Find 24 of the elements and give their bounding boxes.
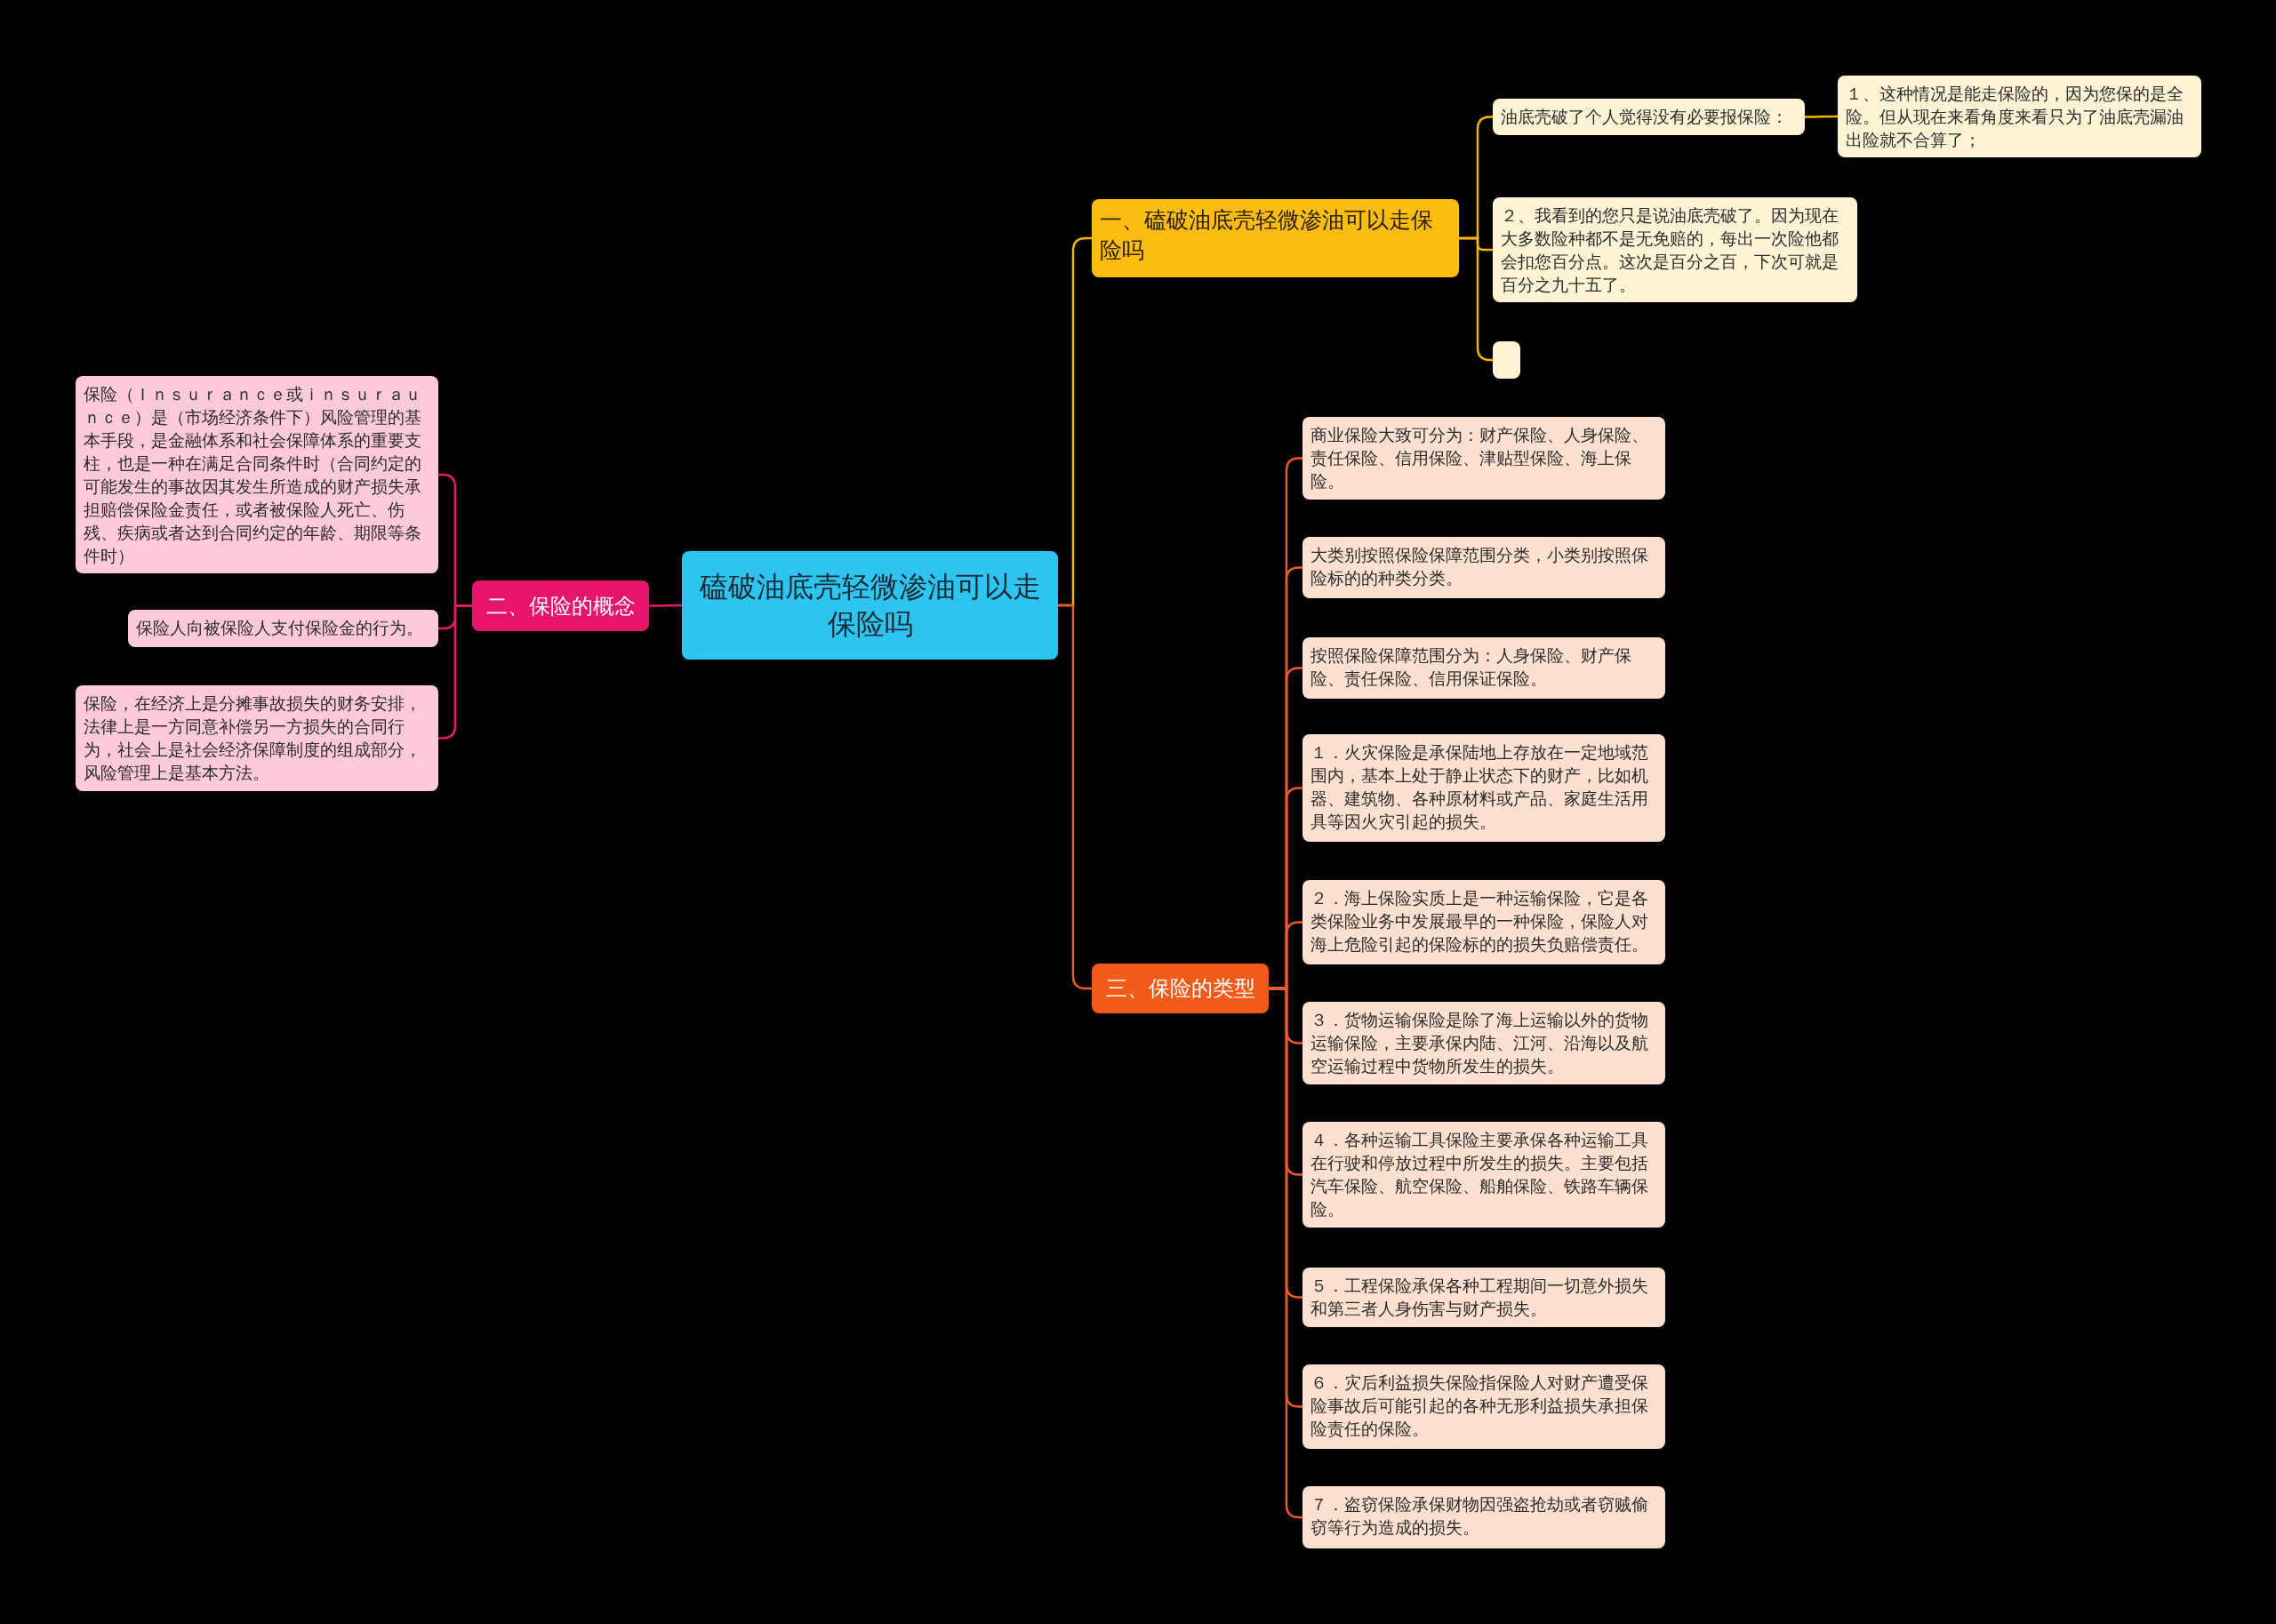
note-box: ２、我看到的您只是说油底壳破了。因为现在大多数险种都不是无免赔的，每出一次险他都会扣您百分点。这次是百分之百，下次可就是百分之九十五了。: [1493, 197, 1857, 302]
note-box: ６．灾后利益损失保险指保险人对财产遭受保险事故后可能引起的各种无形利益损失承担保险责任的保险。: [1302, 1364, 1665, 1449]
branch-topic: 一、磕破油底壳轻微渗油可以走保险吗: [1092, 199, 1459, 277]
connector-line: [1805, 115, 1838, 118]
note-box: １．火灾保险是承保陆地上存放在一定地域范围内，基本上处于静止状态下的财产，比如机器、建筑物、各种原材料或产品、家庭生活用具等因火灾引起的损失。: [1302, 734, 1665, 842]
branch-topic: 二、保险的概念: [472, 580, 649, 631]
connector-line: [649, 604, 682, 607]
note-box: 大类别按照保险保障范围分类，小类别按照保险标的的种类分类。: [1302, 537, 1665, 598]
note-box: ７．盗窃保险承保财物因强盗抢劫或者窃贼偷窃等行为造成的损失。: [1302, 1486, 1665, 1548]
empty-box: [1493, 341, 1520, 379]
note-box: ２．海上保险实质上是一种运输保险，它是各类保险业务中发展最早的一种保险，保险人对海上危险引起的保险标的的损失负赔偿责任。: [1302, 880, 1665, 964]
central-topic: 磕破油底壳轻微渗油可以走保险吗: [682, 551, 1058, 660]
note-box: ３．货物运输保险是除了海上运输以外的货物运输保险，主要承保内陆、江河、沿海以及航空运输过程中货物所发生的损失。: [1302, 1002, 1665, 1084]
note-box: 油底壳破了个人觉得没有必要报保险：: [1493, 99, 1805, 135]
branch-topic: 三、保险的类型: [1092, 964, 1269, 1013]
note-box: ５．工程保险承保各种工程期间一切意外损失和第三者人身伤害与财产损失。: [1302, 1268, 1665, 1327]
connector-line: [1058, 604, 1092, 990]
note-box: 保险（Ｉｎｓｕｒａｎｃｅ或ｉｎｓｕｒａｕｎｃｅ）是（市场经济条件下）风险管理的基本手段，是金融体系和社会保障体系的重要支柱，也是一种在满足合同条件时（合同约定的可能发生的事故因其发生所造成的财产损失承担赔偿保险金责任，或者被保险人死亡、伤残、疾病或者达到合同约定的年龄、期限等条件时）: [76, 376, 438, 573]
note-box: 保险人向被保险人支付保险金的行为。: [128, 610, 438, 647]
note-box: １、这种情况是能走保险的，因为您保的是全险。但从现在来看角度来看只为了油底壳漏油出险就不合算了；: [1838, 76, 2201, 157]
note-box: ４．各种运输工具保险主要承保各种运输工具在行驶和停放过程中所发生的损失。主要包括汽车保险、航空保险、船舶保险、铁路车辆保险。: [1302, 1122, 1665, 1228]
note-box: 保险，在经济上是分摊事故损失的财务安排，法律上是一方同意补偿另一方损失的合同行为，社会上是社会经济保障制度的组成部分，风险管理上是基本方法。: [76, 685, 438, 791]
note-box: 商业保险大致可分为：财产保险、人身保险、责任保险、信用保险、津贴型保险、海上保险。: [1302, 417, 1665, 500]
note-box: 按照保险保障范围分为：人身保险、财产保险、责任保险、信用保证保险。: [1302, 637, 1665, 699]
